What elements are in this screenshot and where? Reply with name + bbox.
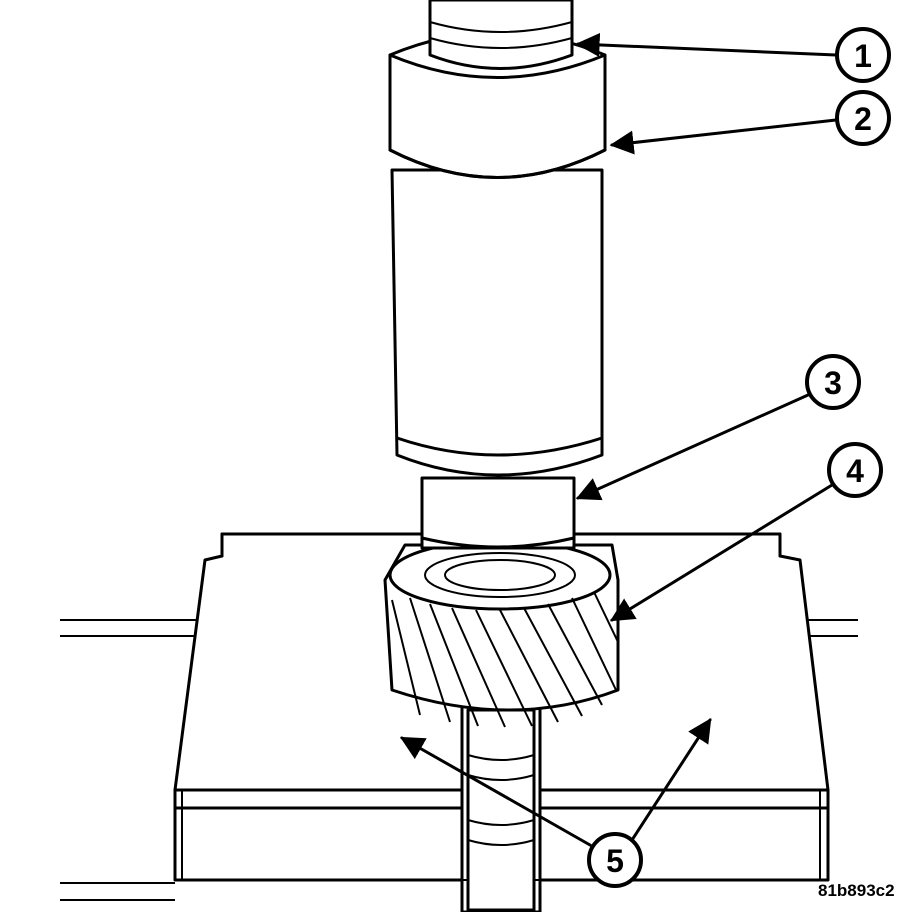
press-bed-rails <box>60 619 858 901</box>
callout-5-label: 5 <box>606 843 624 879</box>
helical-gear <box>383 539 620 728</box>
callout-1-arrow <box>575 32 838 57</box>
figure-reference-code: 81b893c2 <box>818 881 895 900</box>
callout-3-arrow <box>575 393 810 501</box>
callout-3-label: 3 <box>824 365 842 401</box>
callout-5-arrow-right <box>630 717 712 842</box>
callout-2-arrow <box>609 118 838 155</box>
callout-5-arrow-left <box>399 736 592 847</box>
callout-4: 4 <box>827 442 883 498</box>
callout-1: 1 <box>835 27 891 83</box>
callout-3: 3 <box>805 354 861 410</box>
callout-2: 2 <box>835 90 891 146</box>
lower-shaft <box>466 708 536 912</box>
installer-tool <box>388 0 607 550</box>
callout-arrows <box>399 32 838 847</box>
callout-4-label: 4 <box>846 453 864 489</box>
callout-5: 5 <box>587 832 643 888</box>
callout-4-arrow <box>609 483 834 622</box>
callout-2-label: 2 <box>854 101 872 137</box>
callout-1-label: 1 <box>854 38 872 74</box>
